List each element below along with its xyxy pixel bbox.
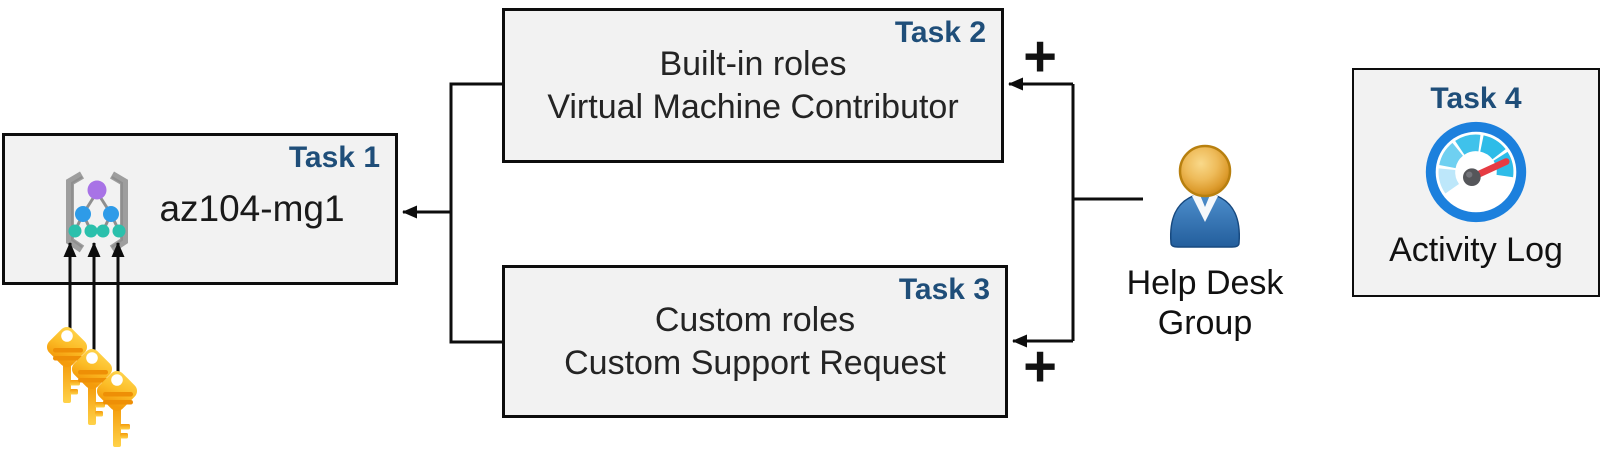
task2-box: Task 2 Built-in roles Virtual Machine Co… bbox=[502, 8, 1004, 163]
task4-caption: Activity Log bbox=[1389, 231, 1563, 269]
task4-label: Task 4 bbox=[1430, 82, 1522, 115]
plus-sign-bottom: + bbox=[1023, 334, 1057, 399]
key-icon bbox=[93, 367, 141, 447]
gauge-icon bbox=[1424, 120, 1528, 229]
task4-box: Task 4 Activity Log bbox=[1352, 68, 1600, 297]
connector-left-bracket bbox=[449, 82, 502, 344]
task2-line1: Built-in roles bbox=[659, 44, 847, 83]
task2-line2: Virtual Machine Contributor bbox=[547, 87, 959, 126]
task3-label: Task 3 bbox=[898, 273, 990, 306]
help-desk-label-line2: Group bbox=[1157, 304, 1253, 342]
keys-icon bbox=[43, 323, 141, 447]
key-icon bbox=[43, 323, 91, 403]
task1-label: Task 1 bbox=[288, 141, 380, 174]
help-desk-label-line1: Help Desk bbox=[1126, 264, 1284, 302]
task1-title: az104-mg1 bbox=[159, 188, 345, 229]
help-desk-group: Help Desk Group bbox=[1110, 144, 1300, 343]
user-icon bbox=[1160, 144, 1250, 253]
key-icon bbox=[68, 345, 116, 425]
task3-box: Task 3 Custom roles Custom Support Reque… bbox=[502, 265, 1008, 418]
task3-line2: Custom Support Request bbox=[564, 343, 946, 382]
task2-label: Task 2 bbox=[894, 16, 986, 49]
management-group-icon bbox=[51, 168, 143, 261]
plus-sign-top: + bbox=[1023, 24, 1057, 89]
task1-box: Task 1 az104-mg1 bbox=[2, 133, 398, 285]
task3-line1: Custom roles bbox=[654, 300, 856, 339]
